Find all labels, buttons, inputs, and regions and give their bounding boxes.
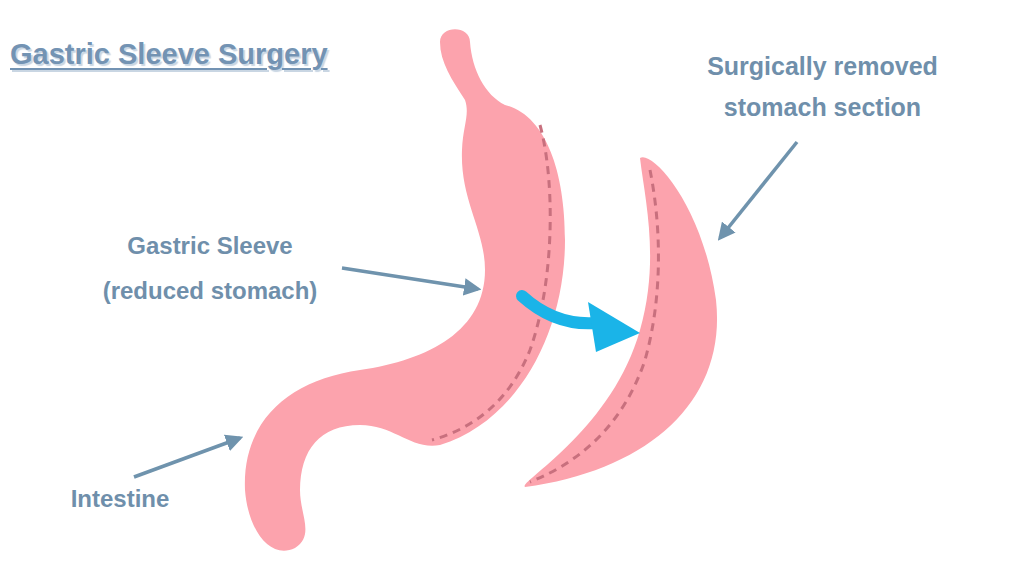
staple-line [432, 125, 550, 440]
leader-line [720, 142, 797, 238]
staple-line [530, 170, 658, 482]
callout-label: Gastric Sleeve (reduced stomach) [80, 223, 340, 313]
diagram-title: Gastric Sleeve Surgery [10, 38, 328, 71]
removal-arrow [522, 296, 596, 323]
callout-label: Intestine [40, 484, 200, 514]
leader-line [134, 438, 240, 477]
callout-label: Surgically removed stomach section [660, 46, 985, 128]
removal-arrow-head [588, 302, 640, 352]
leader-line [342, 268, 478, 289]
